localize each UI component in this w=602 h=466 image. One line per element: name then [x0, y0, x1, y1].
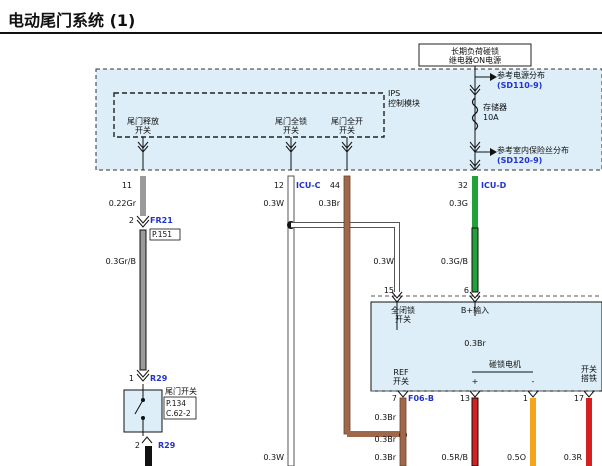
ref-box-p134	[163, 396, 197, 420]
ips-label-line1: IPS	[388, 89, 400, 98]
ref-box-p151	[149, 228, 181, 241]
wire-white-12	[287, 175, 295, 466]
ref-fuse-label: 参考室内保险丝分布	[497, 145, 569, 155]
full-open-switch-label-1: 尾门全开	[331, 116, 363, 126]
pin-15: 15	[384, 286, 394, 295]
wire-gray-black	[139, 229, 147, 371]
pin-2-r29: 2	[135, 441, 140, 450]
wire-label-05rb: 0.5R/B	[442, 453, 468, 462]
open-switch-label-1: 开关	[581, 364, 597, 374]
release-switch-label-2: 开关	[135, 125, 151, 135]
wire-label-03br-d: 0.3Br	[375, 453, 397, 462]
ips-module-area	[95, 68, 602, 171]
module-wire-03br: 0.3Br	[464, 339, 486, 348]
connector-f06b: F06-B	[408, 394, 434, 403]
wire-label-03w-a: 0.3W	[263, 199, 284, 208]
pin-6: 6	[464, 286, 469, 295]
relay-box-line1: 长期负荷碰锁	[451, 46, 499, 56]
wire-green-black	[471, 227, 479, 293]
connector-fr21: FR21	[150, 216, 173, 225]
wire-brown-7	[399, 397, 407, 466]
tailgate-module	[370, 301, 602, 392]
wire-label-03br-c: 0.3Br	[375, 435, 397, 444]
motor-label: 碰锁电机	[489, 359, 521, 369]
wire-label-03w-c: 0.3W	[263, 453, 284, 462]
release-switch-label-1: 尾门释放	[127, 116, 159, 126]
pin-1-motor: 1	[523, 394, 528, 403]
switch-group-box	[113, 92, 385, 138]
ips-label-line2: 控制模块	[388, 98, 420, 108]
title-bar: 电动尾门系统 (1)	[0, 0, 602, 34]
wire-gray	[140, 176, 146, 216]
pin-44: 44	[330, 181, 340, 190]
wire-label-03r: 0.3R	[564, 453, 583, 462]
connector-icu-d: ICU-D	[481, 181, 507, 190]
ref-c622: C.62-2	[166, 409, 191, 418]
pin-1-r29: 1	[129, 374, 134, 383]
wire-label-03gb: 0.3G/B	[441, 257, 468, 266]
ref-switch-label-1: REF	[393, 368, 409, 377]
ref-p151: P.151	[152, 230, 172, 239]
full-lock-switch-label-2: 开关	[283, 125, 299, 135]
door-switch-label: 尾门开关	[165, 386, 197, 396]
wire-green	[472, 176, 478, 228]
wire-brown-44	[343, 175, 351, 435]
ref-power-label: 参考电源分布	[497, 70, 545, 80]
connector-r29-top: R29	[150, 374, 168, 383]
full-lock-switch-label-1: 尾门全锁	[275, 116, 307, 126]
motor-minus: -	[532, 377, 535, 386]
wire-label-05o: 0.5O	[507, 453, 526, 462]
ref-switch-label-2: 开关	[393, 376, 409, 386]
pin-7: 7	[392, 394, 397, 403]
ref-p134: P.134	[166, 399, 186, 408]
pin-32: 32	[458, 181, 468, 190]
pin-12: 12	[274, 181, 284, 190]
wire-label-022gr: 0.22Gr	[109, 199, 137, 208]
full-close-switch-label-1: 全闭锁	[391, 305, 415, 315]
fuse-symbol	[471, 97, 479, 131]
ref-power-code: (SD110-9)	[497, 81, 542, 90]
open-switch-label-2: 搭铁	[581, 373, 597, 383]
ref-fuse-code: (SD120-9)	[497, 156, 542, 165]
pin-17: 17	[574, 394, 584, 403]
wire-black	[145, 446, 152, 466]
relay-box-line2: 继电器ON电源	[449, 55, 501, 65]
wire-red	[586, 398, 592, 466]
wire-label-03g: 0.3G	[449, 199, 468, 208]
page-title: 电动尾门系统 (1)	[8, 11, 136, 30]
wire-label-03grb: 0.3Gr/B	[106, 257, 136, 266]
wire-label-03br-a: 0.3Br	[319, 199, 341, 208]
motor-plus: +	[472, 377, 479, 386]
wire-label-03br-b: 0.3Br	[375, 413, 397, 422]
full-close-switch-label-2: 开关	[395, 314, 411, 324]
pin-2-fr21: 2	[129, 216, 134, 225]
wire-orange	[530, 398, 536, 466]
storage-label: 存储器	[483, 102, 507, 112]
pin-11: 11	[122, 181, 132, 190]
connector-icu-c: ICU-C	[296, 181, 321, 190]
b-plus-input: B+输入	[461, 305, 489, 315]
wire-red-black	[471, 397, 479, 466]
connector-r29-bottom: R29	[158, 441, 176, 450]
wire-label-03w-b: 0.3W	[373, 257, 394, 266]
full-open-switch-label-2: 开关	[339, 125, 355, 135]
pin-13: 13	[460, 394, 470, 403]
storage-amp: 10A	[483, 113, 499, 122]
